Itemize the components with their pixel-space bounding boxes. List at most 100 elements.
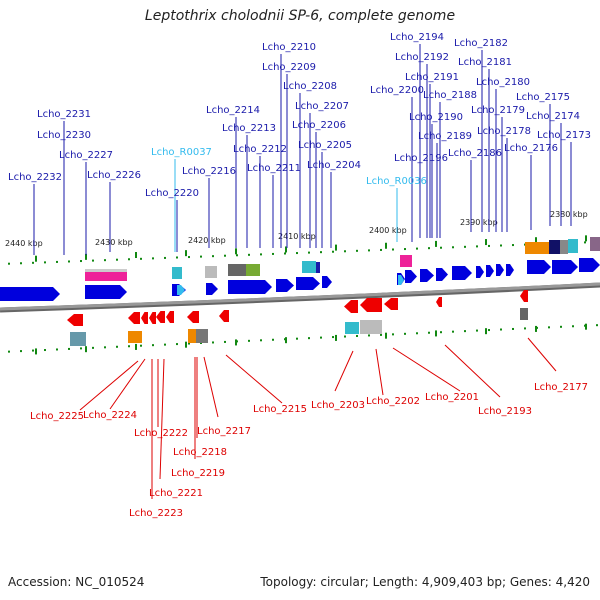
gene-label-top[interactable]: Lcho_2232: [8, 172, 62, 183]
annotation-box: [128, 331, 142, 343]
gene-label-top[interactable]: Lcho_2182: [454, 38, 508, 49]
gene-label-bottom[interactable]: Lcho_2222: [134, 428, 188, 439]
gene-label-top[interactable]: Lcho_2173: [537, 130, 591, 141]
gene-label-top[interactable]: Lcho_2192: [395, 52, 449, 63]
forward-gene-arrow[interactable]: [496, 264, 504, 276]
gene-label-bottom[interactable]: Lcho_2217: [197, 426, 251, 437]
gene-label-top[interactable]: Lcho_2176: [504, 143, 558, 154]
forward-gene-arrow[interactable]: [436, 268, 448, 281]
reverse-gene-arrow[interactable]: [149, 312, 156, 324]
gene-label-bottom[interactable]: Lcho_2219: [171, 468, 225, 479]
gene-label-top[interactable]: Lcho_2216: [182, 166, 236, 177]
genome-summary-text: Topology: circular; Length: 4,909,403 bp…: [260, 575, 590, 589]
gene-label-bottom[interactable]: Lcho_2221: [149, 488, 203, 499]
reverse-gene-arrow[interactable]: [384, 298, 398, 310]
reverse-gene-arrow[interactable]: [436, 297, 442, 307]
gene-label-top[interactable]: Lcho_R0037: [151, 147, 212, 158]
forward-gene-arrow[interactable]: [405, 270, 417, 283]
scale-dot: [164, 256, 166, 259]
reverse-gene-arrow[interactable]: [141, 312, 148, 324]
gene-label-bottom[interactable]: Lcho_2193: [478, 406, 532, 417]
gene-label-bottom[interactable]: Lcho_2218: [173, 447, 227, 458]
gene-label-top[interactable]: Lcho_2212: [233, 144, 287, 155]
gene-label-top[interactable]: Lcho_2227: [59, 150, 113, 161]
forward-gene-arrow[interactable]: [0, 287, 60, 301]
gene-label-top[interactable]: Lcho_2196: [394, 153, 448, 164]
reverse-gene-arrow[interactable]: [360, 298, 382, 312]
scale-tick: [35, 348, 37, 355]
gene-label-bottom[interactable]: Lcho_2224: [83, 410, 137, 421]
reverse-gene-arrow[interactable]: [187, 311, 199, 323]
forward-gene-arrow[interactable]: [579, 258, 600, 272]
gene-label-top[interactable]: Lcho_2205: [298, 140, 352, 151]
gene-label-top[interactable]: Lcho_2213: [222, 123, 276, 134]
reverse-gene-arrow[interactable]: [520, 290, 528, 302]
forward-gene-arrow[interactable]: [486, 265, 494, 277]
gene-label-bottom[interactable]: Lcho_2225: [30, 411, 84, 422]
rna-gene-arrow[interactable]: [398, 275, 404, 285]
gene-label-bottom[interactable]: Lcho_2223: [129, 508, 183, 519]
scale-dot: [416, 332, 418, 335]
gene-label-top[interactable]: Lcho_2211: [247, 163, 301, 174]
gene-features[interactable]: [0, 258, 600, 326]
forward-gene-arrow[interactable]: [452, 266, 472, 280]
gene-label-bottom[interactable]: Lcho_2177: [534, 382, 588, 393]
gene-label-top[interactable]: Lcho_2190: [409, 112, 463, 123]
forward-gene-arrow[interactable]: [276, 279, 294, 292]
gene-label-bottom[interactable]: Lcho_2202: [366, 396, 420, 407]
gene-label-top[interactable]: Lcho_2231: [37, 109, 91, 120]
gene-label-top[interactable]: Lcho_2210: [262, 42, 316, 53]
gene-label-top[interactable]: Lcho_2226: [87, 170, 141, 181]
annotation-boxes: [70, 237, 600, 346]
gene-labels[interactable]: Lcho_2232Lcho_2231Lcho_2230Lcho_2227Lcho…: [8, 32, 591, 519]
gene-label-top[interactable]: Lcho_2207: [295, 101, 349, 112]
scale-dot: [152, 344, 154, 347]
reverse-gene-arrow[interactable]: [166, 311, 174, 323]
gene-label-top[interactable]: Lcho_R0036: [366, 176, 427, 187]
forward-gene-arrow[interactable]: [476, 266, 484, 278]
gene-label-top[interactable]: Lcho_2180: [476, 77, 530, 88]
gene-label-bottom[interactable]: Lcho_2201: [425, 392, 479, 403]
gene-label-bottom[interactable]: Lcho_2215: [253, 404, 307, 415]
gene-label-top[interactable]: Lcho_2179: [471, 105, 525, 116]
forward-gene-arrow[interactable]: [506, 264, 514, 276]
forward-gene-arrow[interactable]: [296, 277, 320, 290]
scale-dot: [260, 339, 262, 342]
gene-label-top[interactable]: Lcho_2214: [206, 105, 260, 116]
reverse-gene-arrow[interactable]: [67, 314, 83, 326]
gene-label-top[interactable]: Lcho_2181: [458, 57, 512, 68]
gene-label-top[interactable]: Lcho_2209: [262, 62, 316, 73]
rna-gene-arrow[interactable]: [177, 285, 185, 295]
forward-gene-arrow[interactable]: [85, 285, 127, 299]
gene-label-top[interactable]: Lcho_2191: [405, 72, 459, 83]
gene-label-bottom[interactable]: Lcho_2203: [311, 400, 365, 411]
gene-label-top[interactable]: Lcho_2220: [145, 188, 199, 199]
scale-dot: [440, 246, 442, 249]
gene-label-top[interactable]: Lcho_2230: [37, 130, 91, 141]
forward-gene-arrow[interactable]: [206, 283, 218, 295]
forward-gene-arrow[interactable]: [228, 280, 272, 294]
gene-label-top[interactable]: Lcho_2204: [307, 160, 361, 171]
forward-gene-arrow[interactable]: [527, 260, 551, 274]
forward-gene-arrow[interactable]: [420, 269, 434, 282]
gene-label-top[interactable]: Lcho_2200: [370, 85, 424, 96]
reverse-gene-arrow[interactable]: [219, 310, 229, 322]
gene-label-top[interactable]: Lcho_2189: [418, 131, 472, 142]
gene-label-top[interactable]: Lcho_2208: [283, 81, 337, 92]
forward-gene-arrow[interactable]: [322, 276, 332, 288]
kbp-label: 2390 kbp: [460, 218, 498, 227]
reverse-gene-arrow[interactable]: [128, 312, 140, 324]
gene-label-top[interactable]: Lcho_2194: [390, 32, 444, 43]
gene-label-top[interactable]: Lcho_2174: [526, 111, 580, 122]
gene-label-top[interactable]: Lcho_2178: [477, 126, 531, 137]
annotation-box: [228, 264, 246, 276]
reverse-gene-arrow[interactable]: [344, 300, 358, 313]
gene-label-top[interactable]: Lcho_2175: [516, 92, 570, 103]
gene-label-top[interactable]: Lcho_2186: [448, 148, 502, 159]
reverse-gene-arrow[interactable]: [156, 311, 165, 323]
scale-dot: [164, 343, 166, 346]
gene-label-top[interactable]: Lcho_2188: [423, 90, 477, 101]
gene-label-top[interactable]: Lcho_2206: [292, 120, 346, 131]
forward-gene-arrow[interactable]: [552, 260, 578, 274]
